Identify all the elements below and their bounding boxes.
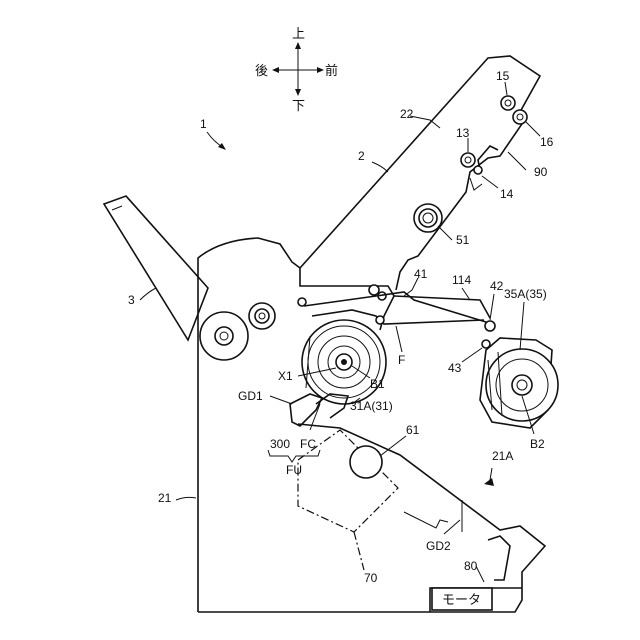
roller-61 [350, 446, 382, 478]
cover-22 [300, 56, 540, 290]
label-f: F [398, 353, 405, 367]
roller-13 [461, 153, 475, 167]
direction-rear-label: 後 [255, 63, 268, 78]
label-42: 42 [490, 279, 504, 293]
label-gd2: GD2 [426, 539, 451, 553]
roller-small-a [369, 285, 379, 295]
label-fu: FU [286, 463, 302, 477]
label-90: 90 [534, 165, 548, 179]
roller-15 [501, 96, 515, 110]
roller-16 [513, 110, 527, 124]
label-61: 61 [406, 423, 420, 437]
left-gear [200, 312, 248, 360]
roller-small-c [298, 298, 306, 306]
label-51: 51 [456, 233, 470, 247]
pivot-42 [485, 321, 495, 331]
roller-14 [474, 166, 482, 174]
bracket-fu [268, 450, 320, 462]
label-21a: 21A [492, 449, 513, 463]
direction-compass: 上 下 後 前 [255, 26, 338, 113]
label-21: 21 [158, 491, 172, 505]
label-80: 80 [464, 559, 478, 573]
label-114: 114 [452, 273, 471, 287]
label-b2: B2 [530, 437, 545, 451]
direction-down-label: 下 [292, 98, 305, 113]
label-22: 22 [400, 107, 414, 121]
label-41: 41 [414, 267, 428, 281]
roller-51 [414, 204, 442, 232]
direction-front-label: 前 [325, 63, 338, 78]
label-1: 1 [200, 117, 207, 131]
label-gd1: GD1 [238, 389, 263, 403]
label-31a: 31A(31) [350, 399, 393, 413]
label-43: 43 [448, 361, 462, 375]
motor-label: モータ [442, 592, 481, 607]
label-15: 15 [496, 69, 510, 83]
label-b1: B1 [370, 377, 385, 391]
roll-31a [302, 320, 386, 404]
guide-114 [394, 296, 490, 318]
label-70: 70 [364, 571, 378, 585]
tray-3 [104, 196, 208, 340]
label-2: 2 [358, 149, 365, 163]
pivot-41 [376, 316, 384, 324]
direction-up-label: 上 [292, 26, 305, 41]
left-small-gear [249, 303, 275, 329]
label-300: 300 [270, 437, 290, 451]
label-16: 16 [540, 135, 554, 149]
label-3: 3 [128, 293, 135, 307]
label-x1: X1 [278, 369, 293, 383]
roll-35a [480, 338, 558, 428]
label-fc: FC [300, 437, 316, 451]
label-13: 13 [456, 126, 470, 140]
housing-lower-right [488, 536, 510, 580]
label-35a: 35A(35) [504, 287, 547, 301]
label-14: 14 [500, 187, 514, 201]
